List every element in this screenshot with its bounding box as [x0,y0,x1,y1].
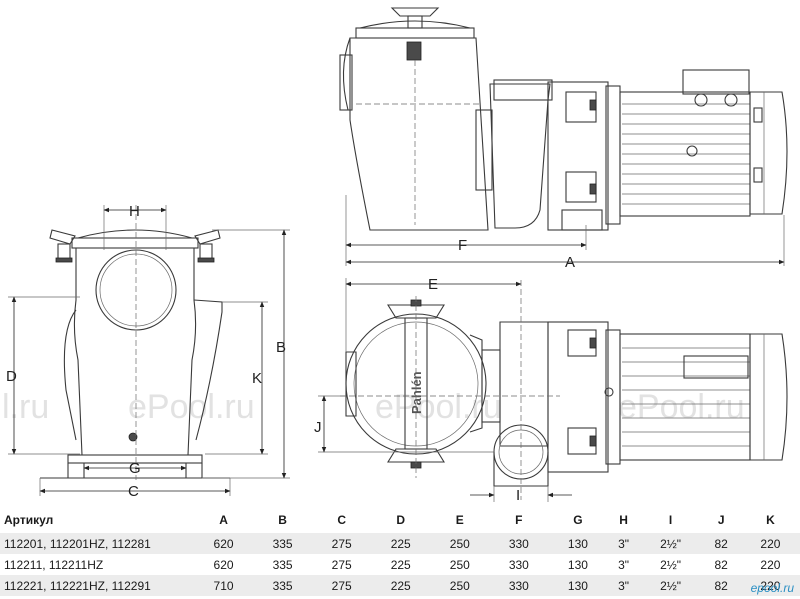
watermark-fragment: l.ru [2,388,49,426]
technical-drawing: l.ru ePool.ru ePool.ru ePool.ru H [2,7,788,504]
cell-c: 275 [312,575,372,596]
header-i: I [668,513,673,527]
cell-i: 2½" [639,533,702,554]
cell-i: 2½" [660,557,682,572]
cell-h: 3" [618,557,630,572]
cell-a: 710 [194,575,254,596]
header-a: A [219,513,228,527]
cell-article: 112221, 112221HZ, 112291 [0,575,194,596]
header-h: H [619,513,628,527]
cell-f: 330 [489,575,549,596]
motor-fins-top [622,347,750,447]
svg-text:Pahlén: Pahlén [409,371,424,414]
dim-label-a: A [565,254,575,271]
motor-fins [622,103,750,205]
cell-h: 3" [607,575,640,596]
cell-c: 275 [312,533,372,554]
cell-i: 2½" [639,575,702,596]
cell-g: 130 [567,557,588,572]
dim-label-f: F [458,237,467,254]
brand-mark: Pahlén [409,371,424,414]
dim-label-h: H [129,203,140,220]
cell-b: 335 [272,557,293,572]
cell-b: 335 [253,533,313,554]
dim-label-k: K [252,370,262,387]
cell-h: 3" [607,533,640,554]
dim-label-b: B [276,339,286,356]
cell-article: 112201, 112201HZ, 112281 [0,533,194,554]
table-row: 112211, 112211HZ 620 335 275 225 250 330… [0,554,800,575]
dim-label-j: J [314,419,322,436]
dim-label-d: D [6,368,17,385]
cell-e: 250 [449,557,470,572]
header-g: G [573,513,583,527]
watermark: ePool.ru [128,388,255,426]
header-article: Артикул [4,513,54,527]
dimensions-table-container: Артикул A B C D E F G H I J K 112201, 11… [0,507,800,599]
top-view: Pahlén [340,280,788,500]
cell-a: 620 [194,533,254,554]
dim-label-c: C [128,483,139,500]
front-view [40,205,230,480]
cell-c: 275 [331,557,352,572]
watermark: ePool.ru [618,388,745,426]
cell-k: 220 [760,557,781,572]
header-b: B [278,513,287,527]
dim-label-e: E [428,276,438,293]
cell-k: 220 [740,575,800,596]
header-j: J [717,513,725,527]
table-row: 112201, 112201HZ, 112281 620 335 275 225… [0,533,800,554]
cell-d: 225 [371,575,431,596]
side-view [339,7,788,231]
cell-a: 620 [213,557,234,572]
cell-d: 225 [390,557,411,572]
dimensions-table: Артикул A B C D E F G H I J K 112201, 11… [0,507,800,596]
site-logo: epool.ru [750,581,794,595]
cell-e: 250 [430,533,490,554]
cell-article: 112211, 112211HZ [4,557,104,572]
dim-label-g: G [129,460,141,477]
header-e: E [455,513,464,527]
header-k: K [766,513,775,527]
cell-k: 220 [740,533,800,554]
table-row: 112221, 112221HZ, 112291 710 335 275 225… [0,575,800,596]
cell-b: 335 [253,575,313,596]
header-f: F [515,513,523,527]
cell-d: 225 [371,533,431,554]
table-header-row: Артикул A B C D E F G H I J K [0,507,800,533]
cell-j: 82 [701,533,741,554]
cell-g: 130 [548,533,608,554]
header-c: C [337,513,346,527]
dim-label-i: I [516,487,520,504]
watermark: ePool.ru [375,388,502,426]
cell-g: 130 [548,575,608,596]
cell-f: 330 [508,557,529,572]
cell-f: 330 [489,533,549,554]
cell-j: 82 [701,575,741,596]
cell-j: 82 [714,557,728,572]
header-d: D [396,513,406,527]
cell-e: 250 [430,575,490,596]
